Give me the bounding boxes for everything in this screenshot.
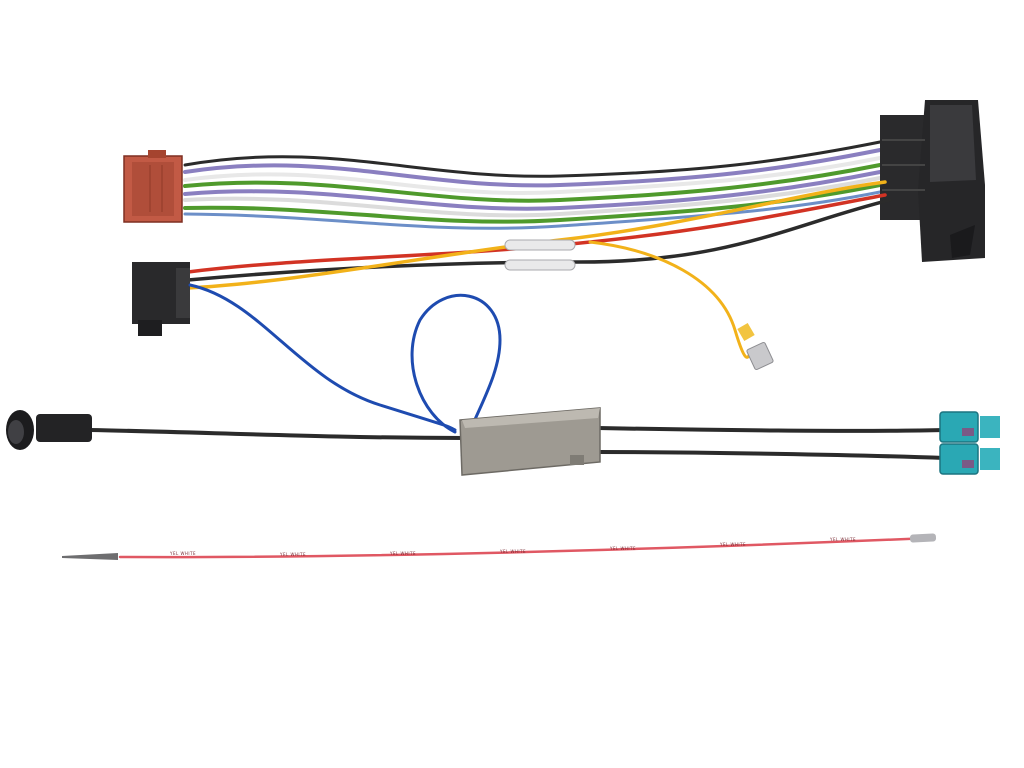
- wire-print: YEL WHITE: [279, 552, 306, 557]
- amplifier-box: [459, 407, 601, 476]
- antenna-cables: [88, 426, 947, 460]
- wire-print: YEL WHITE: [169, 551, 196, 556]
- din-antenna-plug: [6, 410, 92, 450]
- pink-wire: YEL WHITE YEL WHITE YEL WHITE YEL WHITE …: [62, 533, 937, 560]
- fakra-connectors: [939, 411, 1000, 475]
- wire-print: YEL WHITE: [829, 537, 856, 542]
- wire-bundle: [183, 140, 882, 230]
- vehicle-connector-black: [880, 100, 985, 262]
- wire-print: YEL WHITE: [609, 546, 636, 551]
- small-black-connector: [132, 262, 190, 336]
- spade-terminal: [737, 322, 774, 371]
- wire-print: YEL WHITE: [719, 542, 746, 547]
- iso-connector-red: [123, 150, 183, 223]
- inline-connectors: [504, 239, 576, 271]
- wire-print: YEL WHITE: [499, 549, 526, 554]
- wire-print: YEL WHITE: [389, 551, 416, 556]
- blue-wire: [188, 283, 502, 457]
